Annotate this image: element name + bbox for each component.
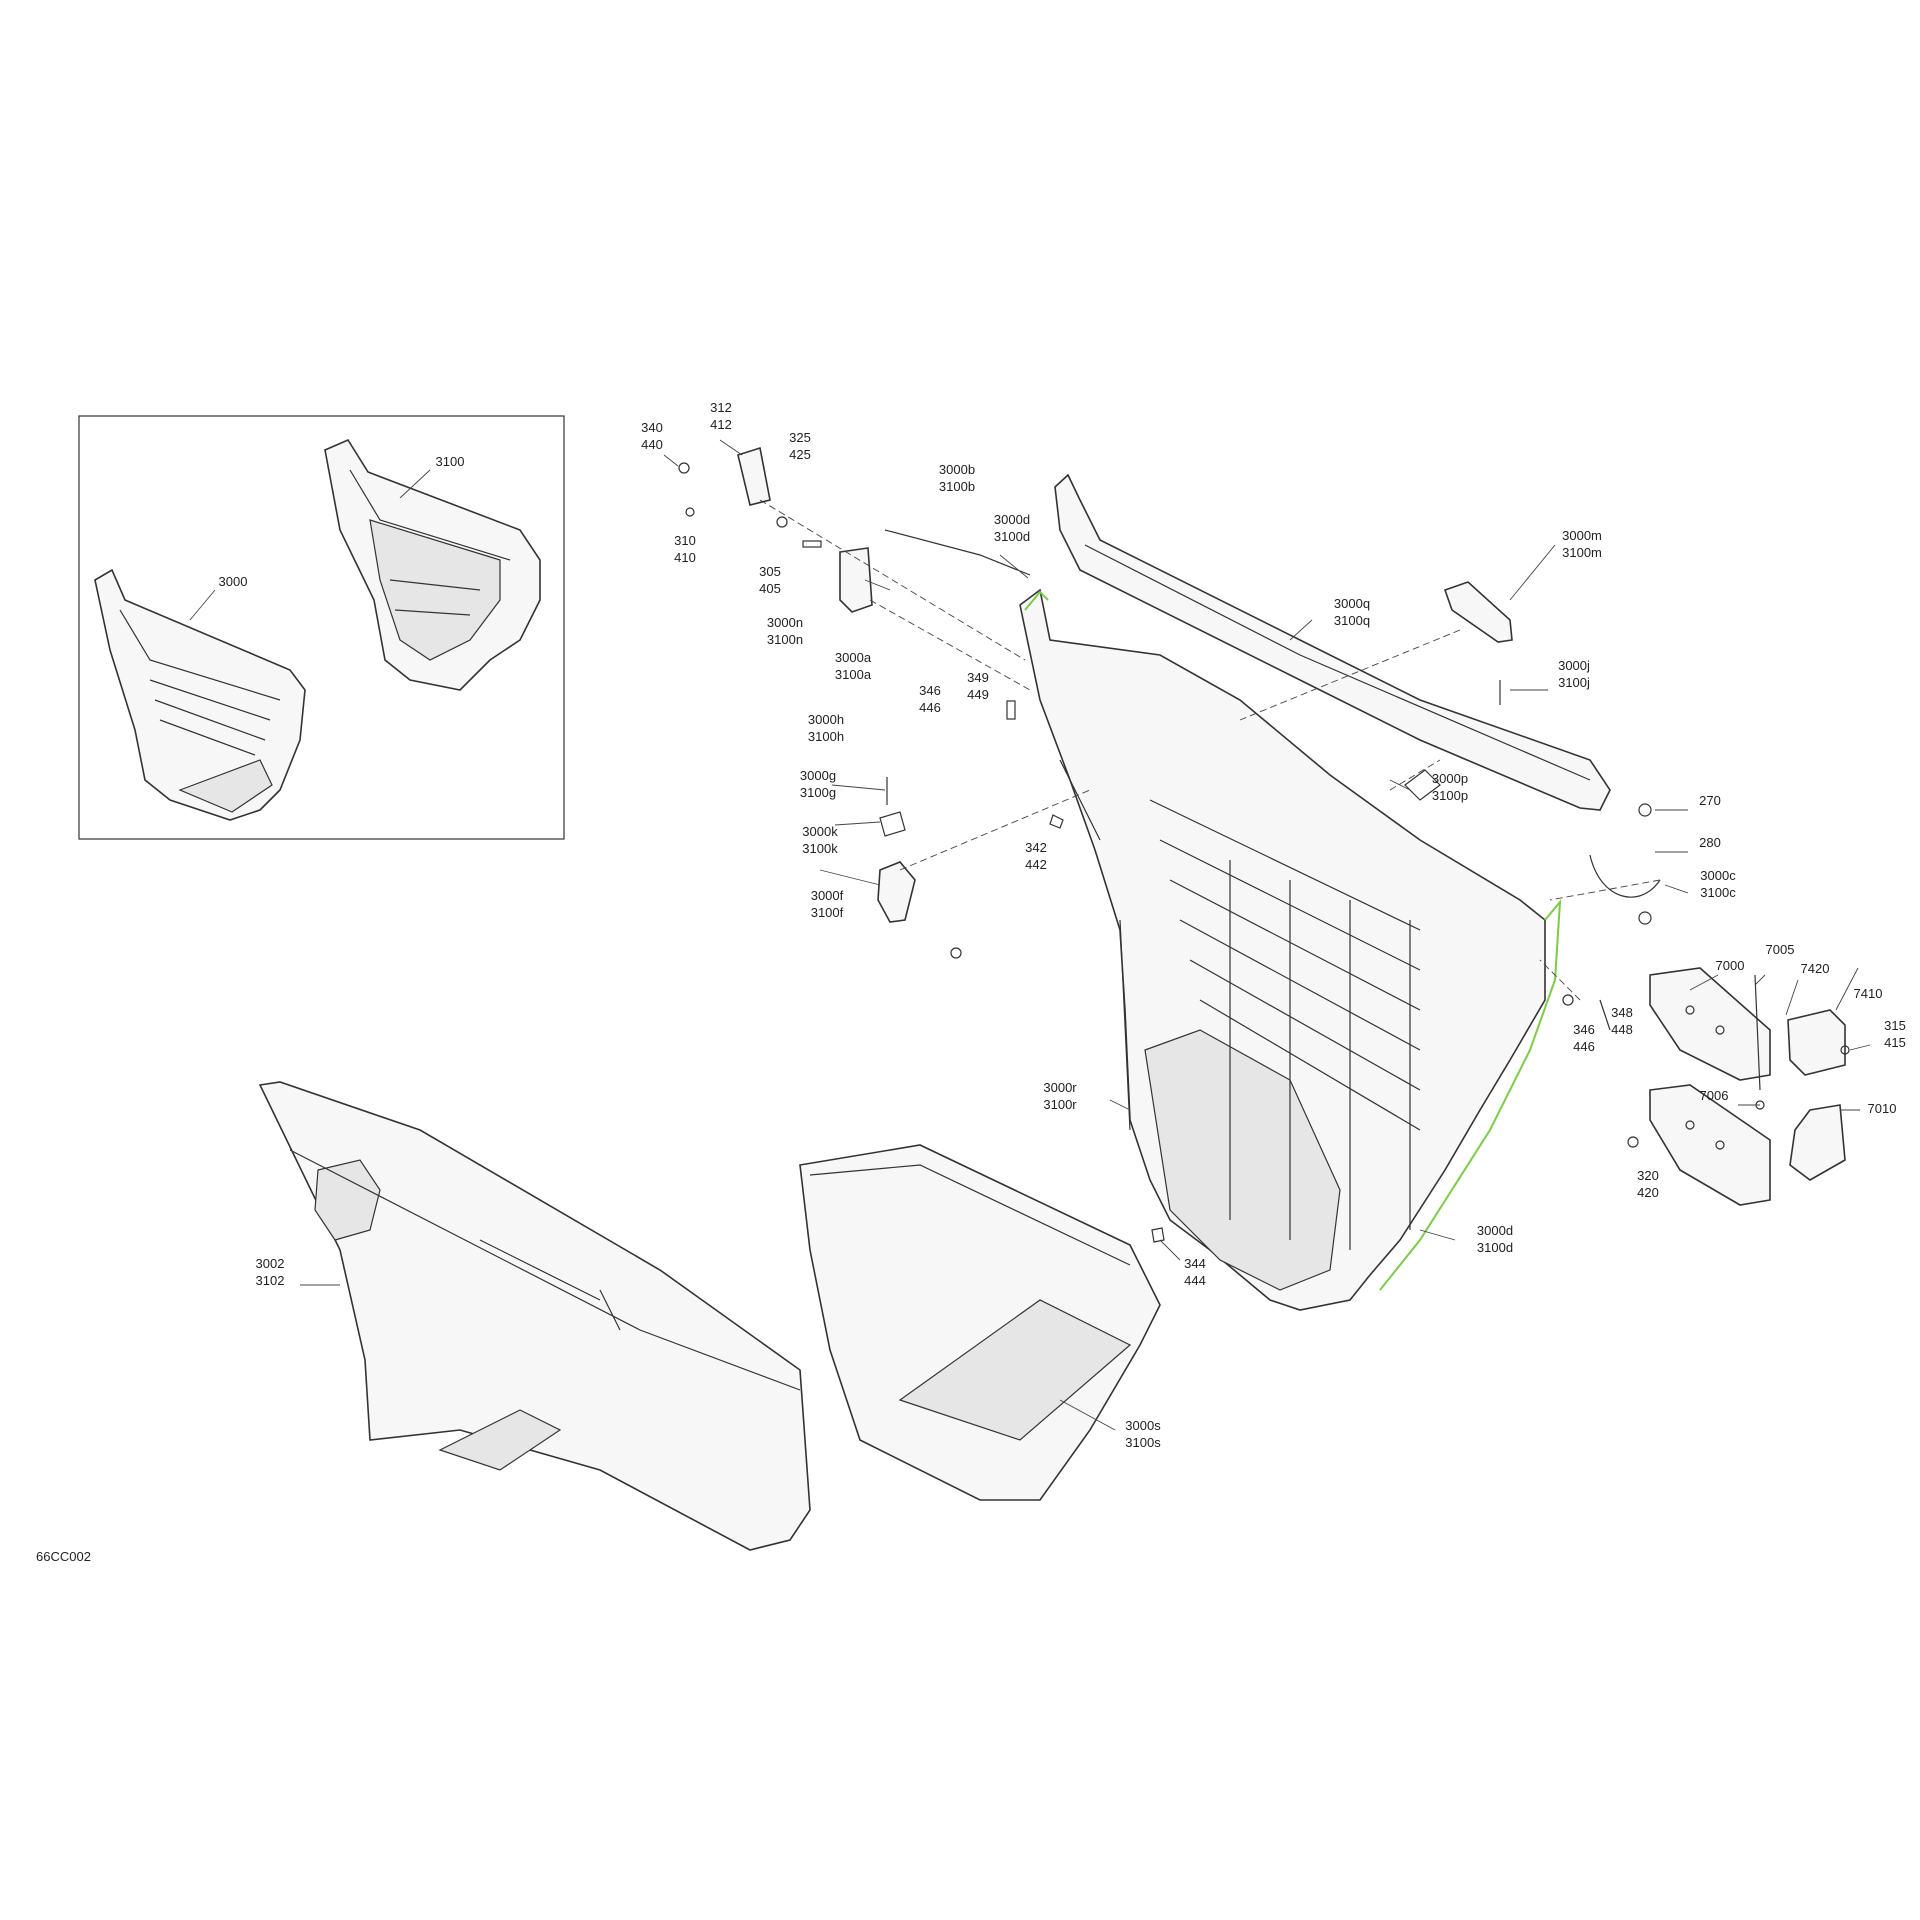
bracket-325 [737, 446, 771, 506]
upper-rail-3000q [1054, 473, 1611, 811]
inset-panel: 3100 3000 [78, 415, 565, 840]
callout-7005: 7005 [1766, 942, 1795, 957]
callout-7420: 7420 [1801, 961, 1830, 976]
handle-3000m [1443, 581, 1513, 643]
diagram-code: 66CC002 [36, 1549, 91, 1564]
rod-3000b [884, 529, 1031, 576]
callout-7010: 7010 [1868, 1101, 1897, 1116]
callout-7410: 7410 [1854, 986, 1883, 1001]
inset-door-3000 [94, 568, 306, 821]
door-frame-3000r [1019, 588, 1562, 1311]
inset-label-3100: 3100 [436, 454, 465, 469]
leader-lines [300, 439, 1871, 1431]
hinge-7000 [1649, 967, 1771, 1206]
pin-7005 [1754, 974, 1761, 1091]
lower-trim-panel-3002 [258, 1081, 811, 1551]
callout-7006: 7006 [1700, 1088, 1729, 1103]
inset-label-3000: 3000 [219, 574, 248, 589]
latch-3000f [877, 861, 916, 923]
inset-frame [78, 415, 565, 840]
callout-270: 270 [1699, 793, 1721, 808]
hinge-bracket-7410 [1787, 1009, 1846, 1181]
lock-plate-3000n [839, 547, 873, 613]
callout-280: 280 [1699, 835, 1721, 850]
callout-7000: 7000 [1716, 958, 1745, 973]
cable-3000c [1589, 803, 1661, 925]
inner-storage-panel-3000s [799, 1144, 1161, 1501]
inset-door-3100 [324, 438, 541, 691]
assembly-lines [759, 499, 1661, 1001]
